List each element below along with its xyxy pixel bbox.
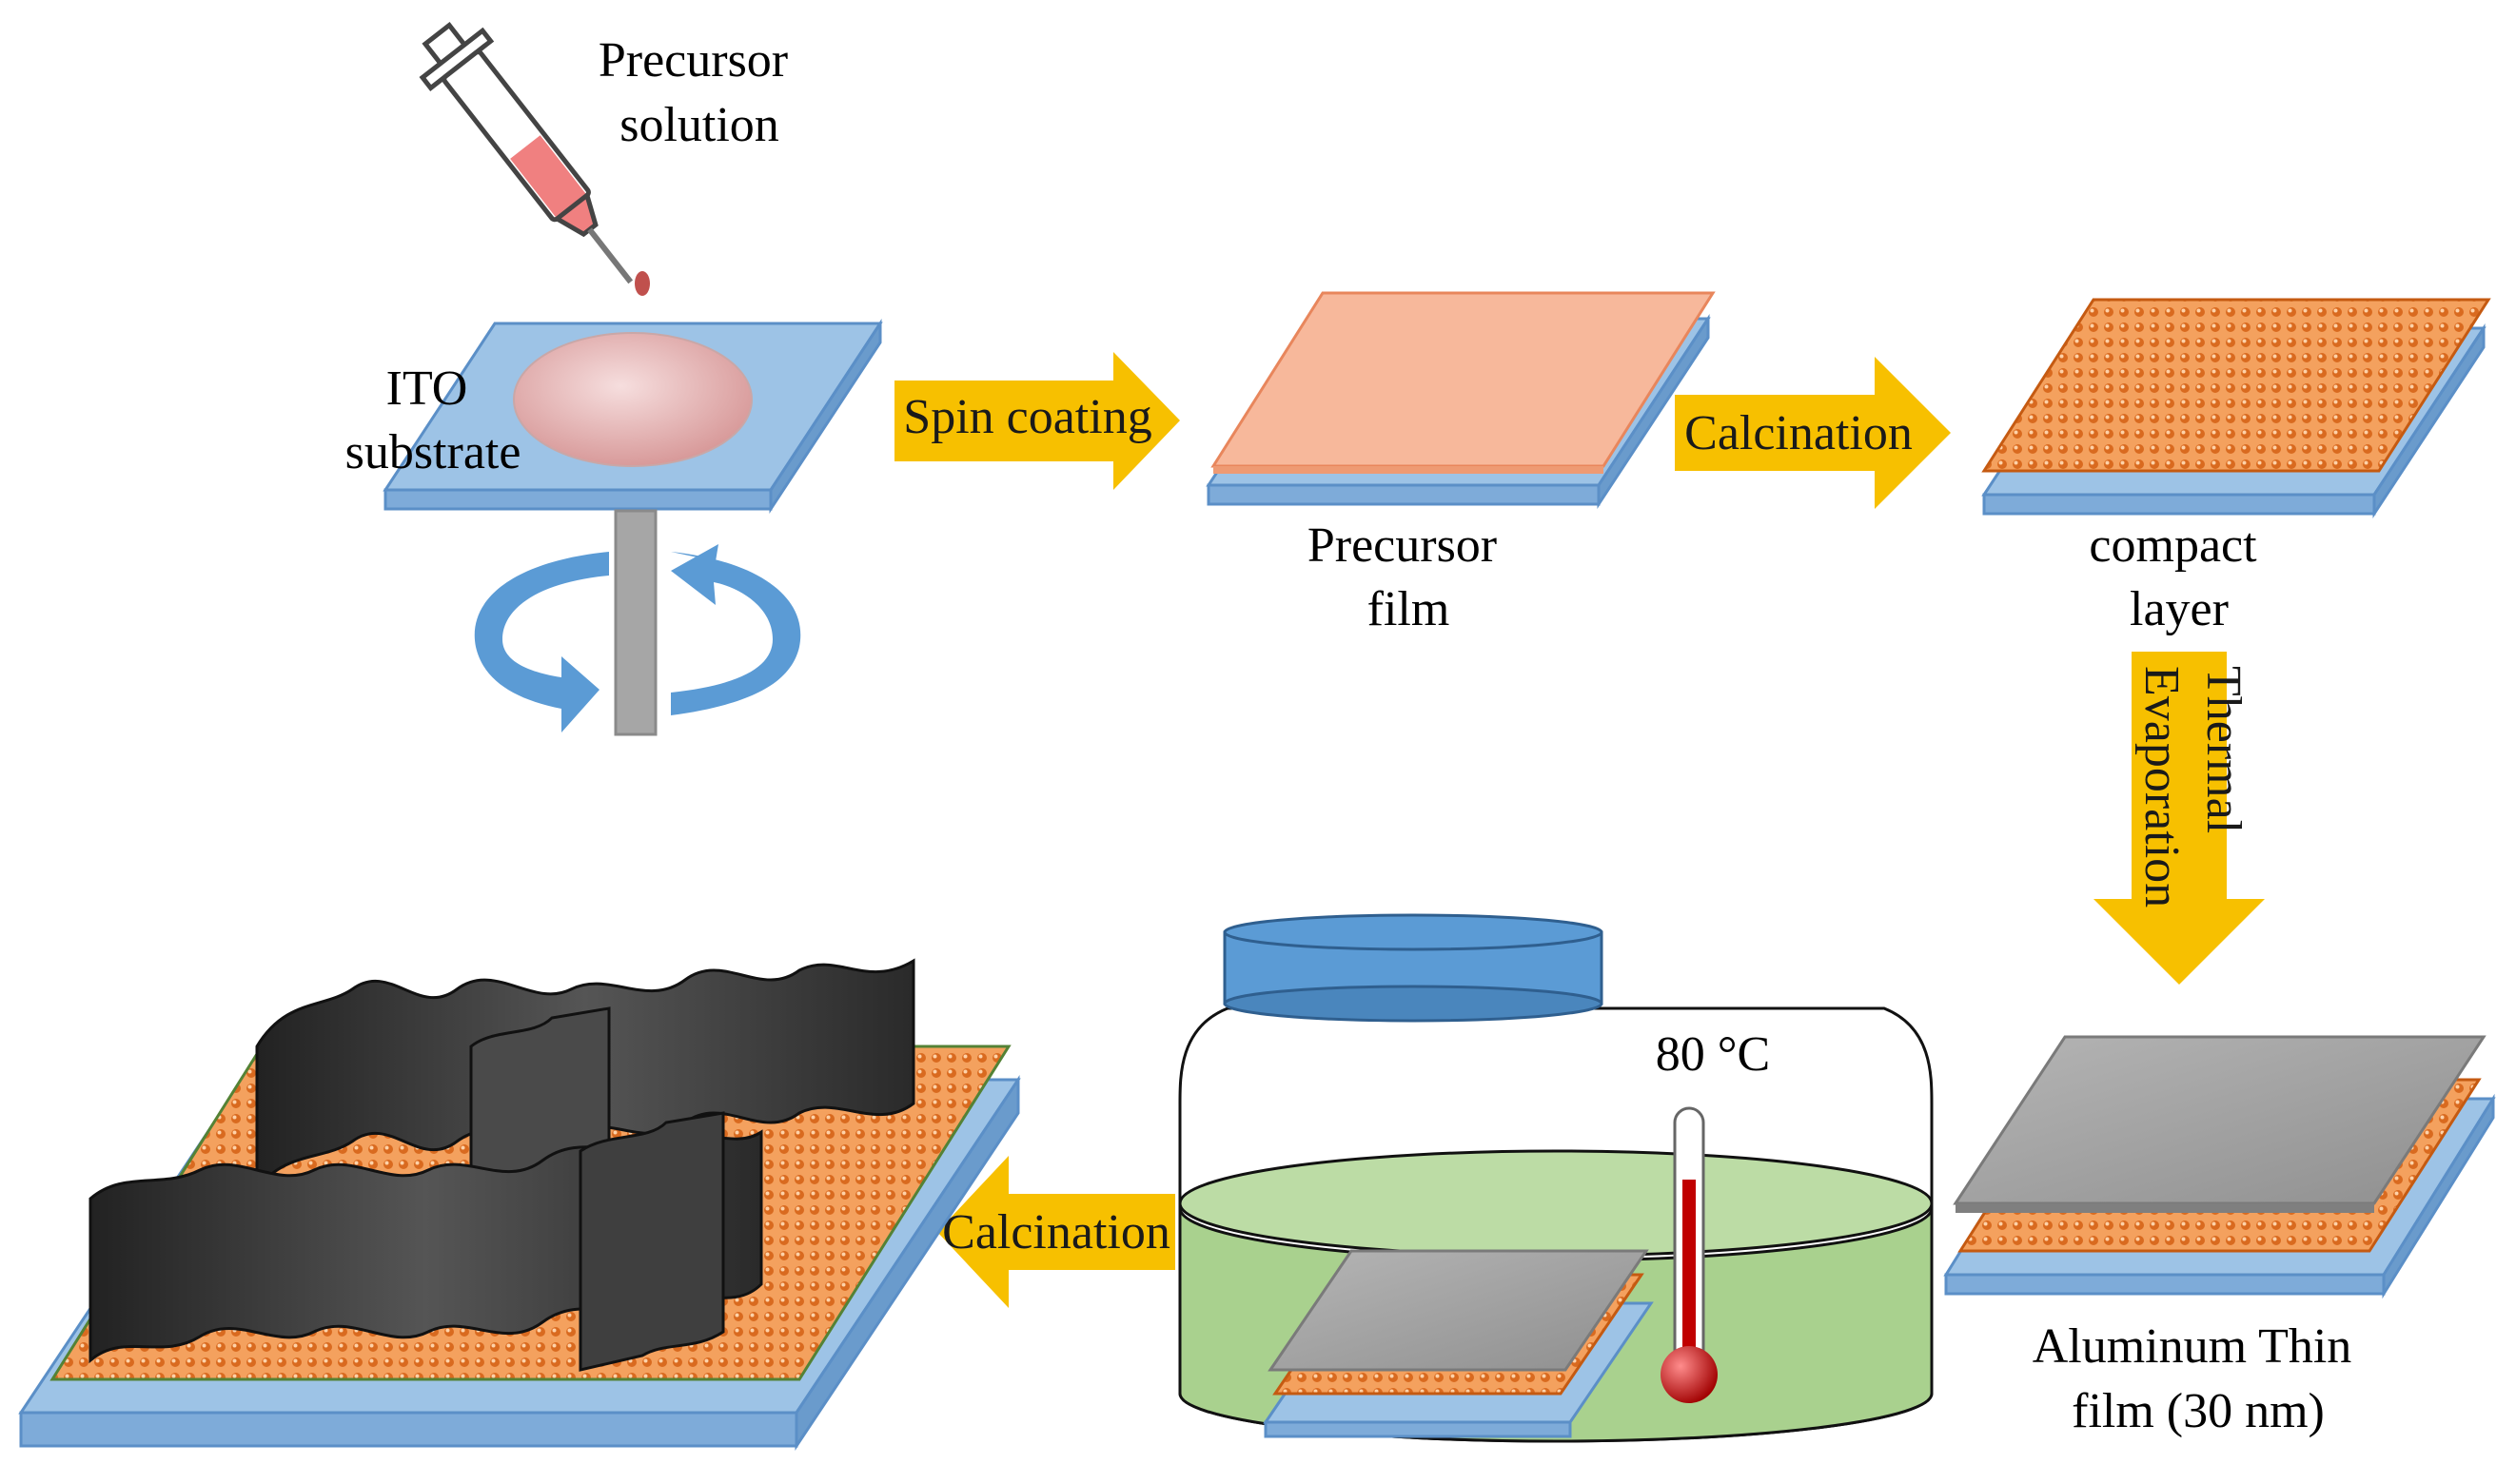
ito-substrate <box>383 318 883 515</box>
precursor-solution-label: Precursor solution <box>599 33 800 152</box>
ito-substrate-label: ITO substrate <box>345 361 521 479</box>
nanosheet-structure <box>18 958 1021 1451</box>
arrow-thermal-evaporation <box>2093 652 2265 985</box>
reaction-jar <box>1178 913 1934 1443</box>
rotation-arrows-icon <box>474 544 801 732</box>
thermometer-icon <box>1661 1106 1718 1403</box>
temperature-label: 80 °C <box>1656 1027 1770 1082</box>
precursor-film-stack <box>1206 291 1716 510</box>
compact-layer-stack <box>1981 298 2491 519</box>
arrow-calcination-2 <box>937 1156 1175 1308</box>
aluminum-film-stack <box>1943 1035 2496 1299</box>
aluminum-film-label: Aluminum Thin film (30 nm) <box>2033 1319 2365 1438</box>
arrow-calcination-1 <box>1675 357 1951 509</box>
precursor-film-label: Precursor film <box>1307 518 1509 636</box>
arrow-calcination-2-label: Calcination <box>942 1205 1170 1259</box>
lid <box>1223 913 1603 1023</box>
arrow-spin-coating <box>894 352 1180 490</box>
arrow-calcination-1-label: Calcination <box>1684 406 1913 460</box>
spinner-shaft <box>614 509 658 736</box>
immersed-sample <box>1263 1249 1654 1438</box>
arrow-spin-coating-label: Spin coating <box>903 390 1151 444</box>
arrow-thermal-evaporation-label: Thermal Evaporation <box>2134 666 2251 908</box>
syringe-icon <box>419 21 650 296</box>
compact-layer-label: compact layer <box>2089 518 2269 636</box>
nanosheet-walls <box>88 958 915 1372</box>
precursor-droplet <box>513 332 753 467</box>
